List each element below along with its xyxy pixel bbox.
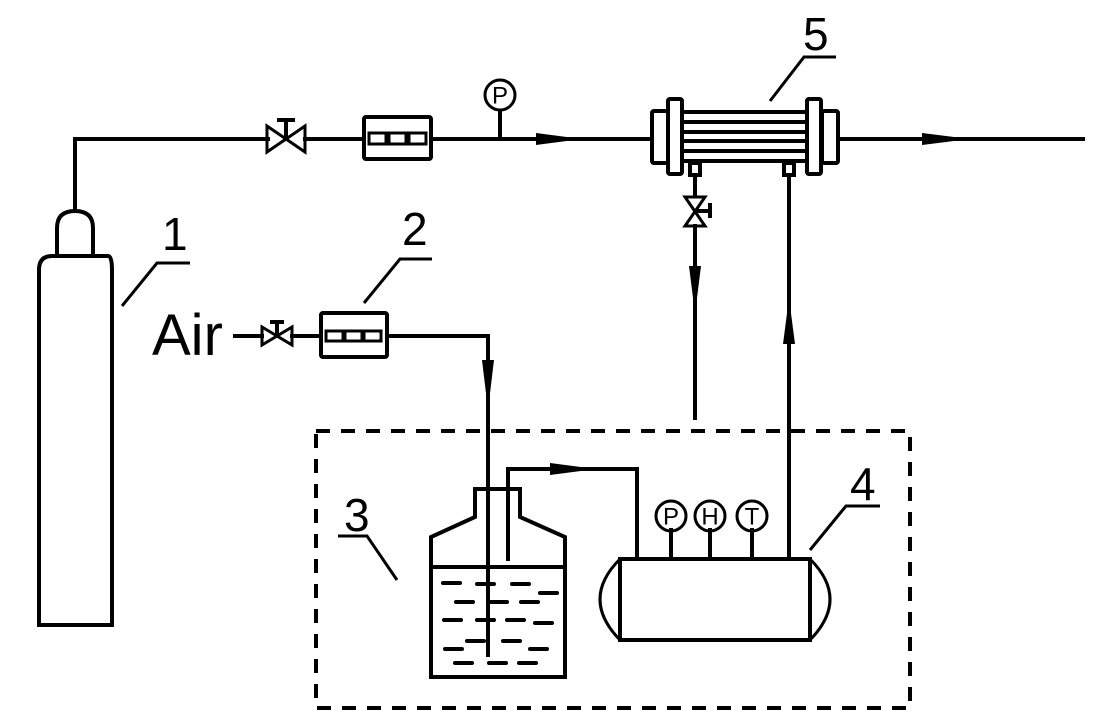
air-feed-line [385, 334, 490, 657]
chamber-vessel [598, 557, 832, 642]
valve-body-icon [260, 324, 294, 348]
air-inlet-label: Air [152, 303, 223, 368]
right-flange [805, 97, 823, 176]
chamber-temperature-gauge: T [735, 499, 769, 561]
humidified-air-line [506, 467, 639, 561]
gas-flow-meter [362, 115, 433, 161]
chamber-pressure-gauge: P [654, 499, 688, 561]
left-flange [666, 97, 684, 176]
flow-arrow-icon [689, 266, 701, 314]
callout-2: 2 [362, 203, 432, 304]
chamber-humidity-gauge: H [693, 499, 727, 561]
flow-arrow-icon [482, 360, 494, 410]
label-5: 5 [803, 8, 829, 60]
liquid-hatching [441, 581, 559, 665]
humidifier-bottle [429, 487, 567, 679]
controlled-environment-boundary [314, 429, 912, 710]
cylinder-body [37, 254, 114, 627]
flow-arrow-icon [536, 133, 582, 145]
callout-1: 1 [120, 208, 190, 307]
left-head [650, 109, 670, 165]
exchanger-drain-valve [682, 195, 712, 228]
label-4: 4 [850, 458, 876, 510]
callout-3: 3 [338, 489, 399, 581]
vessel-right-head [808, 557, 832, 642]
flow-arrow-icon [783, 298, 795, 344]
gauge-label-h: H [701, 504, 718, 531]
bottle-outline [429, 487, 567, 679]
flow-arrow-icon [922, 133, 970, 145]
callout-4: 4 [808, 458, 880, 551]
gas-cylinder [37, 208, 114, 627]
valve-body-icon [265, 123, 307, 155]
flow-arrow-icon [550, 463, 596, 475]
gauge-label-p: P [663, 504, 679, 531]
label-1: 1 [162, 208, 188, 260]
air-valve [260, 320, 294, 348]
valve-body-icon [682, 195, 708, 228]
top-line-valve [265, 118, 307, 155]
right-head [820, 109, 840, 165]
cylinder-valve-cap [55, 208, 95, 258]
vessel-left-head [598, 557, 622, 642]
label-3: 3 [344, 489, 370, 541]
air-flow-meter [319, 311, 389, 359]
vessel-body [618, 557, 812, 642]
callout-5: 5 [768, 8, 836, 102]
gauge-label-t: T [745, 504, 760, 531]
main-line-pressure-gauge: P [483, 78, 517, 141]
heat-exchanger [650, 97, 840, 177]
gauge-label-p: P [492, 83, 508, 110]
cylinder-outlet-pipe [73, 137, 270, 213]
label-2: 2 [402, 203, 428, 255]
